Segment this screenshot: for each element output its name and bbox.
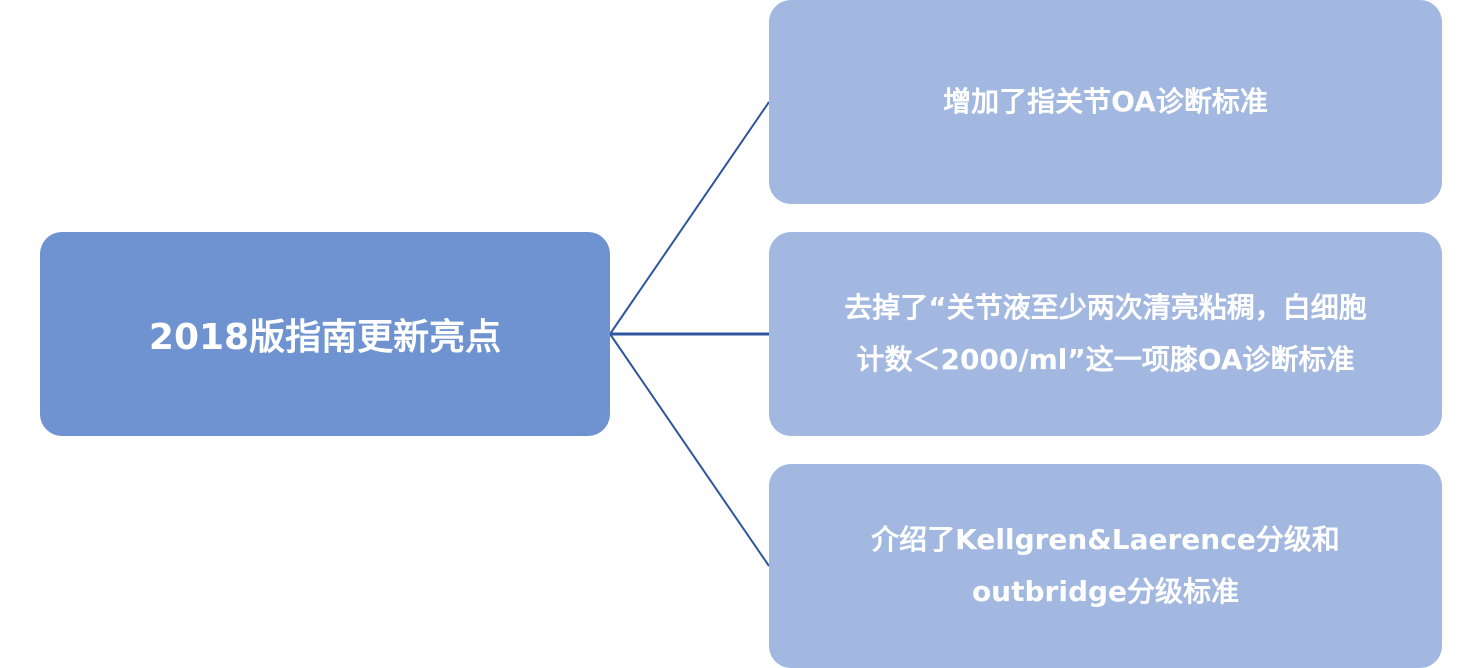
root-label: 2018版指南更新亮点 <box>148 317 502 358</box>
connector-line-3 <box>609 333 770 567</box>
child-node-3: 介绍了Kellgren&Laerence分级和 outbridge分级标准 <box>769 464 1442 668</box>
child-text-line: 增加了指关节OA诊断标准 <box>943 85 1268 118</box>
root-node: 2018版指南更新亮点 <box>40 232 610 436</box>
child-text-line: 计数＜2000/ml”这一项膝OA诊断标准 <box>856 343 1355 376</box>
connector-line-1 <box>609 101 770 335</box>
child-text-line: 介绍了Kellgren&Laerence分级和 <box>871 523 1340 556</box>
child-node-2: 去掉了“关节液至少两次清亮粘稠，白细胞 计数＜2000/ml”这一项膝OA诊断标… <box>769 232 1442 436</box>
child-text-line: outbridge分级标准 <box>971 575 1240 608</box>
child-node-1: 增加了指关节OA诊断标准 <box>769 0 1442 204</box>
child-text-line: 去掉了“关节液至少两次清亮粘稠，白细胞 <box>844 291 1367 324</box>
